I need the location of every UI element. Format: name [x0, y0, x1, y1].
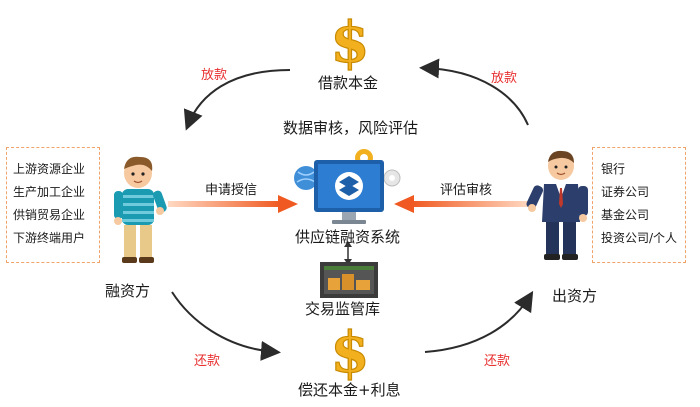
top-label: 借款本金	[318, 74, 379, 92]
lender-person-icon	[526, 148, 590, 268]
system-monitor-icon	[292, 148, 408, 230]
lender-label: 出资方	[552, 287, 598, 305]
list-item: 基金公司	[601, 208, 650, 222]
list-item: 下游终端用户	[13, 231, 86, 245]
loan-right-label: 放款	[491, 71, 518, 86]
dollar-bottom-icon: $	[330, 319, 370, 386]
warehouse-icon	[320, 262, 378, 302]
system-label: 供应链融资系统	[295, 228, 401, 246]
borrower-list-box: 上游资源企业 生产加工企业 供销贸易企业 下游终端用户	[6, 147, 100, 263]
list-item: 上游资源企业	[13, 162, 86, 176]
repay-right-label: 还款	[484, 354, 511, 369]
lender-list-box: 银行 证券公司 基金公司 投资公司/个人	[592, 147, 686, 263]
arrow-bottom-left	[171, 291, 281, 361]
list-item: 银行	[601, 162, 626, 176]
apply-credit-label: 申请授信	[205, 183, 258, 198]
svg-text:$: $	[331, 10, 370, 76]
borrower-label: 融资方	[105, 282, 151, 300]
list-item: 供销贸易企业	[13, 208, 86, 222]
loan-left-label: 放款	[201, 68, 228, 83]
bottom-label: 偿还本金+利息	[298, 381, 401, 399]
analysis-label: 数据审核，风险评估	[283, 119, 419, 137]
svg-text:$: $	[331, 320, 370, 386]
arrow-right-to-center	[394, 195, 530, 213]
warehouse-label: 交易监管库	[305, 300, 381, 318]
repay-left-label: 还款	[194, 354, 221, 369]
arrow-top-right	[419, 58, 529, 126]
arrow-bottom-right	[424, 290, 534, 353]
arrow-top-left	[183, 69, 291, 131]
list-item: 投资公司/个人	[601, 231, 678, 245]
dollar-top-icon: $	[330, 9, 370, 76]
assess-review-label: 评估审核	[440, 183, 493, 198]
borrower-person-icon	[110, 155, 167, 271]
list-item: 生产加工企业	[13, 185, 86, 199]
arrow-left-to-center	[168, 195, 298, 213]
list-item: 证券公司	[601, 185, 650, 199]
